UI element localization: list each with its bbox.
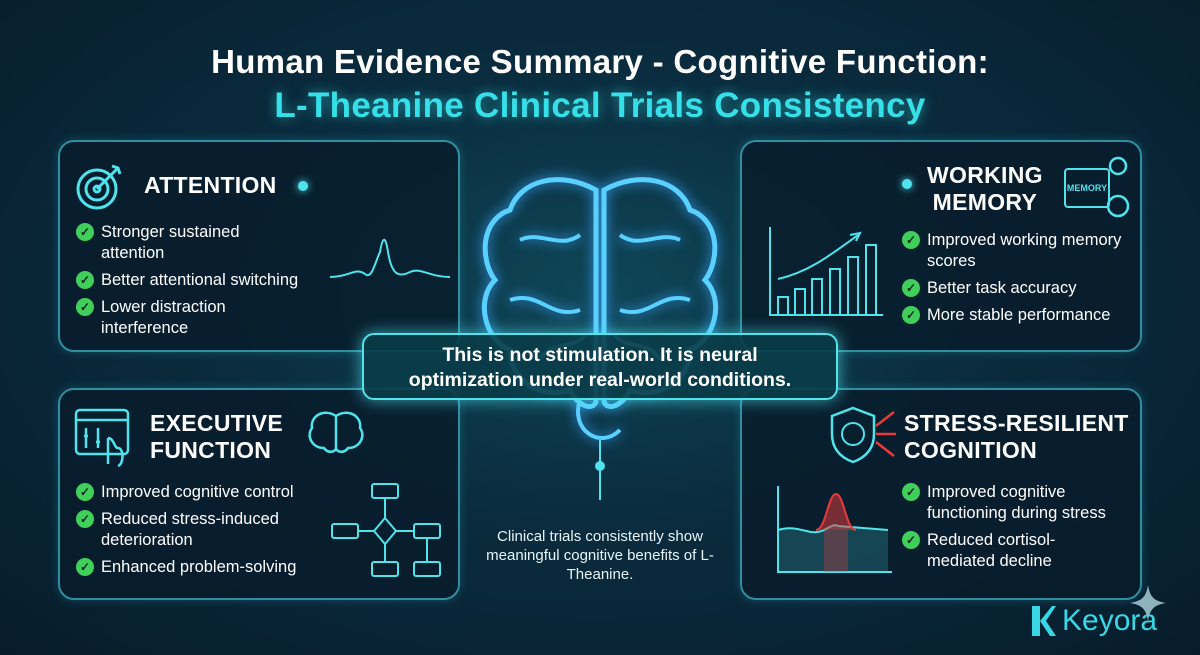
brand-logo: Keyora: [1030, 604, 1157, 638]
check-icon: ✓: [76, 223, 94, 241]
callout-line-2: optimization under real-world conditions…: [408, 369, 792, 391]
item-text: More stable performance: [927, 306, 1111, 324]
sparkle-icon: [1130, 585, 1166, 621]
connector-dot: [298, 181, 308, 191]
executive-function-panel: EXECUTIVE FUNCTION ✓ Improved cognitive c…: [58, 388, 460, 600]
item-text: Better attentional switching: [101, 271, 299, 289]
memory-icon-label: MEMORY: [1066, 183, 1108, 193]
list-item: ✓ Reduced stress-induced deterioration: [76, 509, 316, 551]
list-item: ✓ Improved cognitive functioning during s…: [902, 482, 1142, 524]
memory-folder-icon: MEMORY: [1064, 168, 1110, 208]
page-title: Human Evidence Summary - Cognitive Funct…: [0, 40, 1200, 128]
check-icon: ✓: [76, 558, 94, 576]
stress-resilient-panel: STRESS-RESILIENT COGNITION ✓ Improved cog…: [740, 388, 1142, 600]
shield-brain-icon: [830, 406, 896, 464]
brain-icon: [308, 411, 364, 453]
executive-heading: EXECUTIVE: [150, 410, 284, 436]
check-icon: ✓: [902, 231, 920, 249]
check-icon: ✓: [76, 298, 94, 316]
stress-heading-2: COGNITION: [904, 437, 1038, 463]
list-item: ✓ Enhanced problem-solving: [76, 557, 316, 578]
attention-wave-chart: [330, 239, 450, 278]
item-text: Improved working memory scores: [927, 231, 1122, 270]
brand-name: Keyora: [1062, 604, 1158, 637]
connector-dot: [902, 179, 912, 189]
item-text: Lower distraction interference: [101, 298, 226, 337]
stress-curve-chart: [777, 486, 892, 573]
check-icon: ✓: [76, 510, 94, 528]
stress-heading: STRESS-RESILIENT: [904, 410, 1129, 436]
connector-dot: [595, 461, 605, 471]
item-text: Enhanced problem-solving: [101, 558, 297, 576]
title-line-1: Human Evidence Summary - Cognitive Funct…: [211, 43, 989, 80]
working-memory-heading-2: MEMORY: [932, 189, 1038, 215]
flowchart-icon: [331, 483, 441, 577]
working-memory-heading: WORKING: [927, 162, 1043, 188]
target-icon: [76, 164, 122, 210]
item-text: Improved cognitive functioning during st…: [927, 483, 1106, 522]
gear-icon: [1106, 156, 1130, 218]
list-item: ✓ Improved working memory scores: [902, 230, 1137, 272]
item-text: Reduced stress-induced deterioration: [101, 510, 279, 549]
key-message-callout: This is not stimulation. It is neural op…: [362, 333, 838, 400]
list-item: ✓ Lower distraction interference: [76, 297, 296, 339]
item-text: Better task accuracy: [927, 279, 1077, 297]
list-item: ✓ Improved cognitive control: [76, 482, 316, 503]
check-icon: ✓: [902, 531, 920, 549]
check-icon: ✓: [902, 279, 920, 297]
working-memory-panel: WORKING MEMORY MEMORY ✓ Improved working …: [740, 140, 1142, 352]
check-icon: ✓: [902, 306, 920, 324]
item-text: Improved cognitive control: [101, 483, 294, 501]
executive-heading-2: FUNCTION: [150, 437, 272, 463]
list-item: ✓ Reduced cortisol-mediated decline: [902, 530, 1142, 572]
list-item: ✓ Stronger sustained attention: [76, 222, 296, 264]
footer-note: Clinical trials consistently show meanin…: [486, 528, 714, 583]
keyora-k-icon: [1032, 606, 1056, 636]
list-item: ✓ Better task accuracy: [902, 278, 1137, 299]
check-icon: ✓: [76, 483, 94, 501]
bar-chart-icon: [769, 227, 883, 316]
brain-illustration: [481, 177, 719, 500]
control-panel-hand-icon: [74, 408, 130, 468]
item-text: Reduced cortisol-mediated decline: [927, 531, 1056, 570]
title-line-2: L-Theanine Clinical Trials Consistency: [274, 86, 926, 125]
list-item: ✓ More stable performance: [902, 305, 1137, 326]
attention-panel: ATTENTION ✓Stronger sustained attention …: [58, 140, 460, 352]
item-text: Stronger sustained attention: [101, 223, 240, 262]
check-icon: ✓: [76, 271, 94, 289]
check-icon: ✓: [902, 483, 920, 501]
list-item: ✓ Better attentional switching: [76, 270, 299, 291]
callout-line-1: This is not stimulation. It is neural: [442, 344, 758, 366]
attention-heading: ATTENTION: [144, 172, 277, 198]
